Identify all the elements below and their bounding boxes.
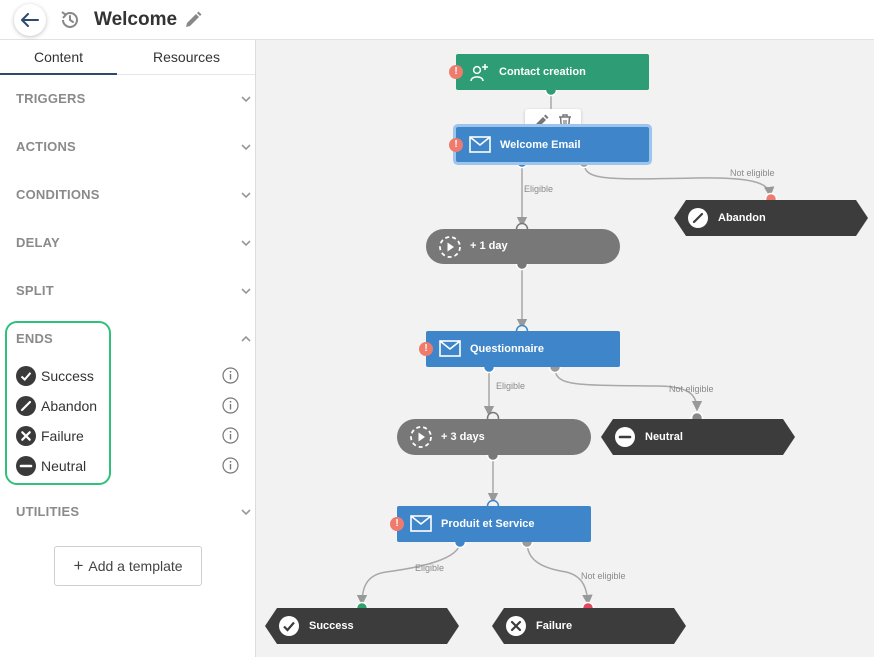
chevron-up-icon — [241, 335, 251, 342]
connector — [583, 161, 775, 198]
sidebar: Content Resources TRIGGERS ACTIONS CONDI… — [0, 40, 256, 657]
info-icon[interactable] — [222, 397, 239, 414]
end-item-success[interactable]: Success — [16, 365, 246, 387]
node-label: Welcome Email — [500, 139, 581, 151]
end-label: Success — [41, 368, 94, 384]
node-label: Success — [309, 620, 354, 632]
edge-label-not-eligible: Not eligible — [730, 168, 775, 178]
info-icon[interactable] — [222, 427, 239, 444]
chevron-down-icon — [241, 144, 251, 151]
minus-circle-icon — [16, 456, 36, 476]
connector — [554, 366, 703, 412]
warning-icon: ! — [449, 65, 463, 79]
end-label: Failure — [41, 428, 84, 444]
node-label: Abandon — [718, 212, 766, 224]
node-label: Questionnaire — [470, 343, 544, 355]
slash-circle-icon — [687, 207, 709, 229]
node-label: Neutral — [645, 431, 683, 443]
chevron-down-icon — [241, 240, 251, 247]
edge-label-eligible: Eligible — [524, 184, 554, 194]
add-contact-icon — [470, 64, 488, 82]
section-label: TRIGGERS — [16, 91, 86, 106]
tab-content[interactable]: Content — [0, 40, 117, 75]
node-label: + 3 days — [441, 431, 485, 443]
chevron-down-icon — [241, 96, 251, 103]
plus-icon: + — [73, 556, 84, 575]
minus-circle-icon — [614, 426, 636, 448]
edge-label-not-eligible: Not eligible — [581, 571, 626, 581]
edge-label-not-eligible: Not eligible — [669, 384, 714, 394]
sidebar-tabs: Content Resources — [0, 40, 255, 75]
workflow-canvas[interactable]: Eligible Not eligible Eligible Not eligi… — [256, 40, 874, 657]
section-utilities[interactable]: UTILITIES — [0, 500, 256, 524]
node-delay-3-days[interactable]: + 3 days — [397, 419, 591, 455]
tab-resources[interactable]: Resources — [153, 49, 220, 65]
node-label: Contact creation — [499, 66, 586, 78]
edge-label-eligible: Eligible — [415, 563, 445, 573]
info-icon[interactable] — [222, 367, 239, 384]
warning-icon: ! — [419, 342, 433, 356]
section-conditions[interactable]: CONDITIONS — [0, 183, 256, 207]
arrow-left-icon — [21, 13, 39, 27]
warning-icon: ! — [449, 138, 463, 152]
warning-icon: ! — [390, 517, 404, 531]
node-produit-et-service[interactable]: ! Produit et Service — [390, 506, 591, 542]
back-button[interactable] — [14, 4, 46, 36]
end-label: Neutral — [41, 458, 87, 474]
pencil-icon[interactable] — [532, 113, 550, 131]
node-end-failure[interactable]: Failure — [492, 608, 686, 644]
node-delay-1-day[interactable]: + 1 day — [426, 229, 620, 264]
timer-play-icon — [439, 236, 461, 258]
node-end-success[interactable]: Success — [265, 608, 459, 644]
section-actions[interactable]: ACTIONS — [0, 135, 256, 159]
add-template-button[interactable]: + Add a template — [54, 546, 202, 586]
node-end-abandon[interactable]: Abandon — [674, 200, 868, 236]
section-triggers[interactable]: TRIGGERS — [0, 87, 256, 111]
node-label: + 1 day — [470, 240, 508, 252]
section-label: UTILITIES — [16, 504, 80, 519]
node-label: Produit et Service — [441, 518, 535, 530]
check-circle-icon — [278, 615, 300, 637]
end-item-failure[interactable]: Failure — [16, 425, 246, 447]
section-label: SPLIT — [16, 283, 54, 298]
edge-label-eligible: Eligible — [496, 381, 526, 391]
node-end-neutral[interactable]: Neutral — [601, 419, 795, 455]
chevron-down-icon — [241, 509, 251, 516]
connector — [526, 541, 593, 606]
section-ends[interactable]: ENDS — [0, 327, 256, 351]
x-circle-icon — [505, 615, 527, 637]
chevron-down-icon — [241, 192, 251, 199]
node-contact-creation[interactable]: ! Contact creation — [449, 54, 649, 90]
section-split[interactable]: SPLIT — [0, 279, 256, 303]
end-label: Abandon — [41, 398, 98, 414]
envelope-icon — [410, 515, 432, 532]
connector — [356, 541, 461, 606]
section-label: ACTIONS — [16, 139, 76, 154]
node-welcome-email[interactable]: ! Welcome Email — [449, 127, 649, 162]
end-item-neutral[interactable]: Neutral — [16, 455, 246, 477]
section-delay[interactable]: DELAY — [0, 231, 256, 255]
timer-play-icon — [410, 426, 432, 448]
envelope-icon — [469, 136, 491, 153]
page-title: Welcome — [94, 9, 178, 30]
pencil-icon[interactable] — [183, 10, 203, 30]
slash-circle-icon — [16, 396, 36, 416]
top-bar: Welcome — [0, 0, 874, 40]
history-icon[interactable] — [59, 9, 81, 31]
chevron-down-icon — [241, 288, 251, 295]
section-label: ENDS — [16, 331, 53, 346]
ends-highlight-frame — [5, 321, 111, 485]
node-label: Failure — [536, 620, 573, 632]
info-icon[interactable] — [222, 457, 239, 474]
end-item-abandon[interactable]: Abandon — [16, 395, 246, 417]
section-label: DELAY — [16, 235, 60, 250]
add-template-label: Add a template — [88, 558, 183, 574]
envelope-icon — [439, 340, 461, 357]
x-circle-icon — [16, 426, 36, 446]
section-label: CONDITIONS — [16, 187, 100, 202]
node-questionnaire[interactable]: ! Questionnaire — [419, 331, 620, 367]
check-circle-icon — [16, 366, 36, 386]
